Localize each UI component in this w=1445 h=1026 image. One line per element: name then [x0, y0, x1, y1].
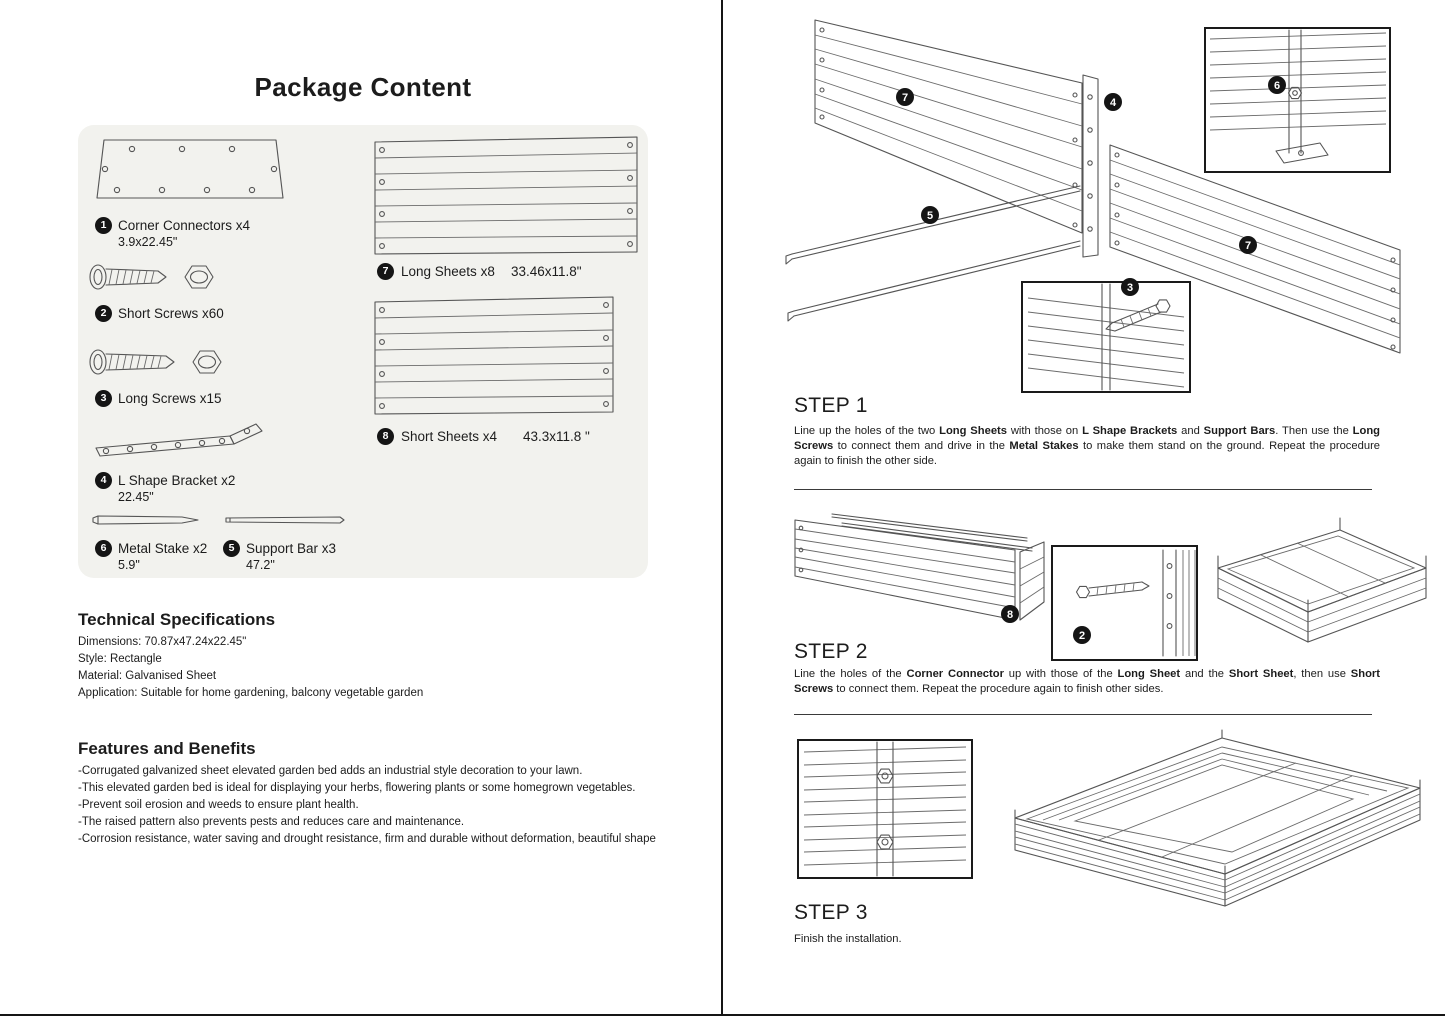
step3-text: Finish the installation.	[794, 933, 902, 945]
short-screw-illustration	[89, 264, 214, 290]
l-shape-bracket-illustration	[95, 423, 263, 457]
technical-specifications-list: Dimensions: 70.87x47.24x22.45" Style: Re…	[78, 634, 423, 702]
feature-row: -The raised pattern also prevents pests …	[78, 816, 465, 828]
long-sheet-wall	[794, 513, 1045, 621]
item-number-badge: 3	[95, 390, 112, 407]
long-sheet-illustration	[374, 136, 638, 255]
package-box: 1 Corner Connectors x4 3.9x22.45" 2 Shor…	[78, 125, 648, 578]
item-number-badge: 7	[377, 263, 394, 280]
short-sheet-illustration	[374, 296, 614, 415]
spec-row: Application: Suitable for home gardening…	[78, 687, 424, 699]
step-divider	[794, 489, 1372, 490]
spec-row: Dimensions: 70.87x47.24x22.45"	[78, 636, 247, 648]
item-label: Corner Connectors x4	[118, 218, 251, 233]
svg-text:7: 7	[1245, 240, 1251, 252]
features-benefits-list: -Corrugated galvanized sheet elevated ga…	[78, 763, 656, 848]
badge-l-shape-bracket: 4	[1104, 93, 1122, 111]
svg-text:8: 8	[1007, 609, 1013, 621]
support-bar-illustration	[225, 516, 345, 524]
feature-row: -Prevent soil erosion and weeds to ensur…	[78, 799, 359, 811]
svg-text:3: 3	[1127, 282, 1133, 294]
svg-text:5: 5	[927, 210, 933, 222]
item-size: 5.9"	[118, 558, 140, 572]
item-label: Metal Stake x2	[118, 541, 208, 556]
item-number-badge: 1	[95, 217, 112, 234]
svg-text:2: 2	[1079, 630, 1085, 642]
support-bars	[785, 185, 1081, 322]
metal-stake-detail-inset	[1204, 27, 1391, 173]
features-benefits-title: Features and Benefits	[78, 739, 256, 758]
l-shape-bracket	[1082, 74, 1099, 258]
item-label: L Shape Bracket x2	[118, 473, 236, 488]
spec-row: Style: Rectangle	[78, 653, 162, 665]
svg-text:4: 4	[1110, 97, 1117, 109]
badge-long-sheet-left: 7	[896, 88, 914, 106]
item-number-badge: 8	[377, 428, 394, 445]
step1-text: Line up the holes of the two Long Sheets…	[794, 425, 1381, 467]
step2-title: STEP 2	[794, 640, 868, 663]
badge-short-screw: 2	[1073, 626, 1091, 644]
center-divider	[721, 0, 723, 1016]
item-label: Short Sheets x4	[401, 429, 498, 444]
item-label: Short Screws x60	[118, 306, 224, 321]
badge-support-bar: 5	[921, 206, 939, 224]
badge-long-screw: 3	[1121, 278, 1139, 296]
item-size: 43.3x11.8 "	[523, 429, 590, 444]
long-sheet-left	[814, 19, 1083, 234]
item-number-badge: 4	[95, 472, 112, 489]
finished-garden-bed	[1014, 729, 1421, 907]
long-screw-detail-inset	[1021, 281, 1191, 393]
long-screw-illustration	[89, 349, 222, 375]
step3-title: STEP 3	[794, 901, 868, 924]
technical-specifications-title: Technical Specifications	[78, 610, 276, 629]
item-label: Support Bar x3	[246, 541, 337, 556]
step1-assembly-diagram: 7 4 5 7 3 6	[785, 19, 1401, 393]
badge-long-sheet-right: 7	[1239, 236, 1257, 254]
item-number-badge: 6	[95, 540, 112, 557]
item-size: 22.45"	[118, 490, 154, 504]
step-divider	[794, 714, 1372, 715]
spec-row: Material: Galvanised Sheet	[78, 670, 217, 682]
feature-row: -Corrugated galvanized sheet elevated ga…	[78, 765, 583, 777]
badge-metal-stake: 6	[1268, 76, 1286, 94]
metal-stake-illustration	[92, 515, 199, 525]
bolt-detail-inset	[797, 739, 973, 879]
step2-assembly-diagram: 8 2	[794, 513, 1427, 661]
bottom-border	[0, 1014, 1445, 1016]
step1-title: STEP 1	[794, 394, 868, 417]
corner-connector-illustration	[96, 139, 284, 199]
item-number-badge: 2	[95, 305, 112, 322]
assembled-frame	[1217, 517, 1427, 643]
feature-row: -Corrosion resistance, water saving and …	[78, 833, 656, 845]
item-size: 33.46x11.8"	[511, 264, 582, 279]
svg-text:7: 7	[902, 92, 908, 104]
item-size: 3.9x22.45"	[118, 235, 178, 249]
item-label: Long Sheets x8	[401, 264, 495, 279]
badge-short-sheet: 8	[1001, 605, 1019, 623]
step3-assembly-diagram	[797, 729, 1421, 907]
package-content-title: Package Content	[254, 72, 472, 102]
item-size: 47.2"	[246, 558, 275, 572]
corner-connector-detail-inset	[1051, 545, 1198, 661]
svg-text:6: 6	[1274, 80, 1280, 92]
feature-row: -This elevated garden bed is ideal for d…	[78, 782, 636, 794]
item-number-badge: 5	[223, 540, 240, 557]
step2-text: Line the holes of the Corner Connector u…	[794, 668, 1380, 695]
item-label: Long Screws x15	[118, 391, 222, 406]
